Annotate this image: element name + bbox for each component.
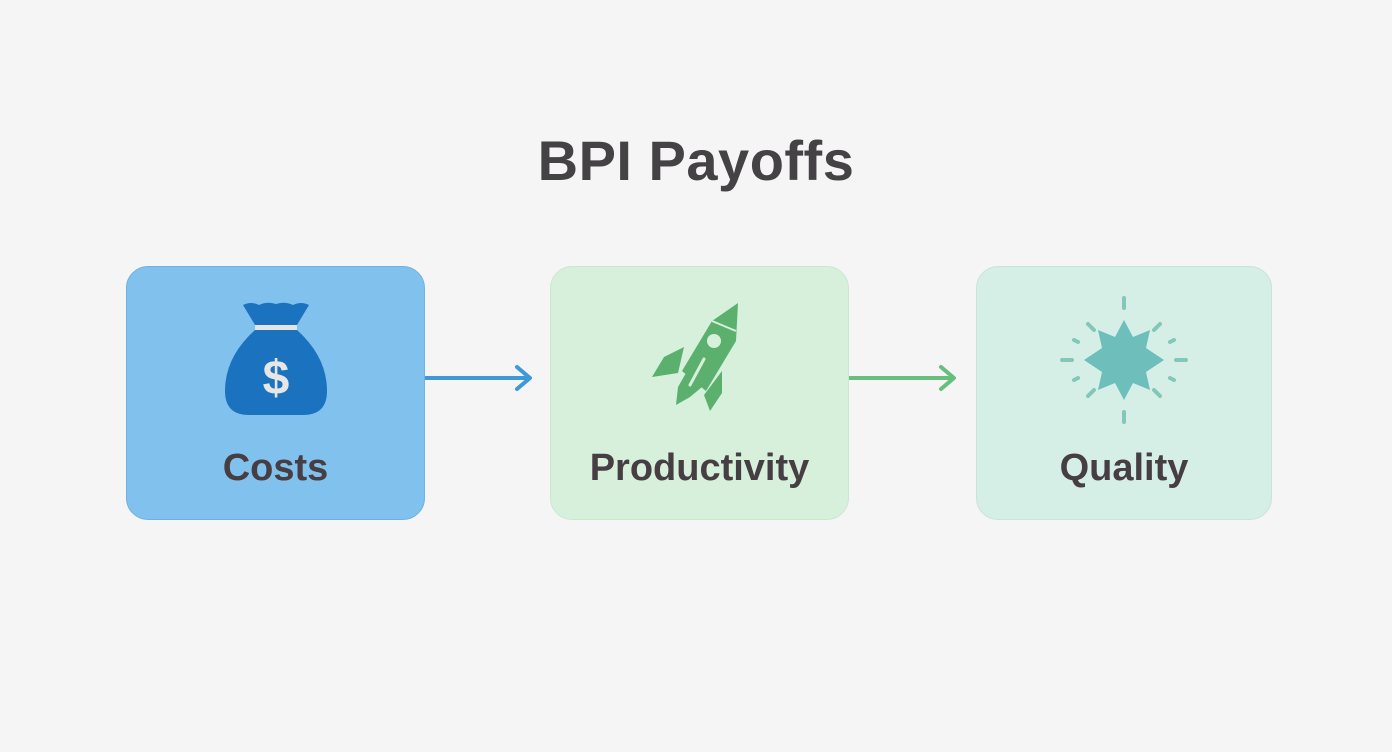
step-label-costs: Costs: [222, 447, 329, 489]
sparkle-star-icon: [1057, 295, 1191, 430]
step-label-quality: Quality: [1059, 447, 1189, 489]
diagram-title: BPI Payoffs: [537, 129, 855, 192]
arrow-right-icon: [425, 365, 532, 391]
rocket-icon: [650, 301, 750, 418]
money-bag-icon: $: [221, 299, 331, 424]
arrow-right-icon: [849, 365, 956, 391]
svg-text:$: $: [262, 352, 289, 405]
step-label-productivity: Productivity: [589, 447, 810, 489]
step-card-costs: $ Costs: [126, 266, 425, 520]
step-card-productivity: Productivity: [550, 266, 849, 520]
step-card-quality: Quality: [976, 266, 1272, 520]
